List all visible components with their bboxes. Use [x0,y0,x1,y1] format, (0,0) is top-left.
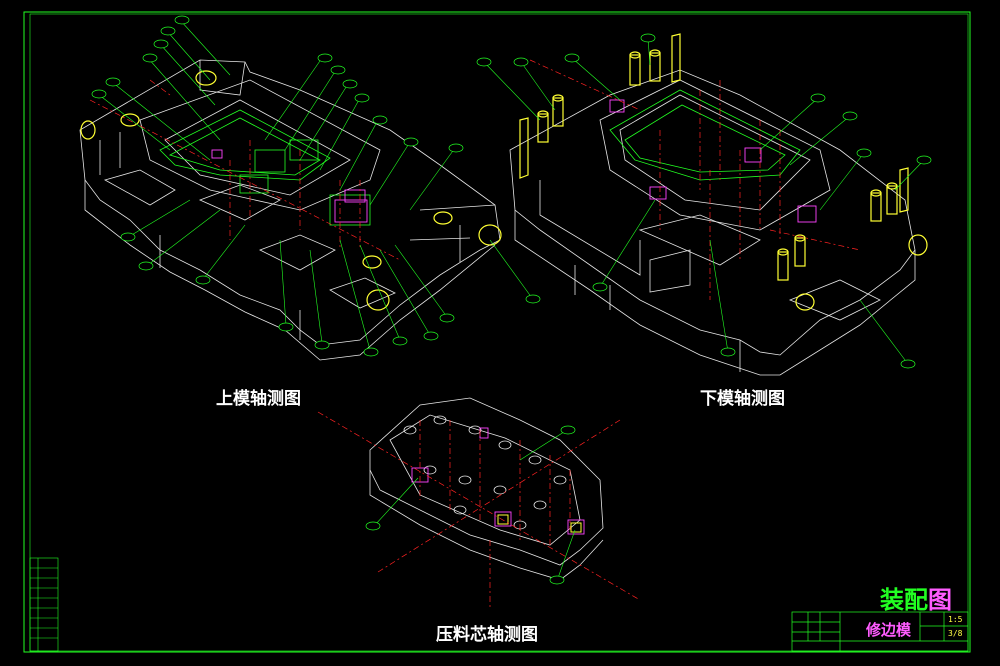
lower-die-view-label: 下模轴测图 [700,389,785,409]
inner-border [29,13,969,652]
binder-core-view-label: 压料芯轴测图 [436,625,538,645]
sheet-number: 3/8 [948,629,963,638]
part-name: 修边模 [866,621,912,639]
drawing-title: 装配图 [880,580,952,615]
upper-die-view-label: 上模轴测图 [216,389,301,409]
left-revision-table [29,557,59,652]
outer-border [23,11,971,653]
binder-core-isometric-view [317,397,641,610]
scale-value: 1:5 [948,615,963,624]
lower-die-isometric-view [476,33,932,376]
drawing-title-suffix: 图 [928,586,952,614]
drawing-title-main: 装配 [880,586,928,614]
title-block [791,611,969,652]
upper-die-isometric-view [79,15,541,361]
